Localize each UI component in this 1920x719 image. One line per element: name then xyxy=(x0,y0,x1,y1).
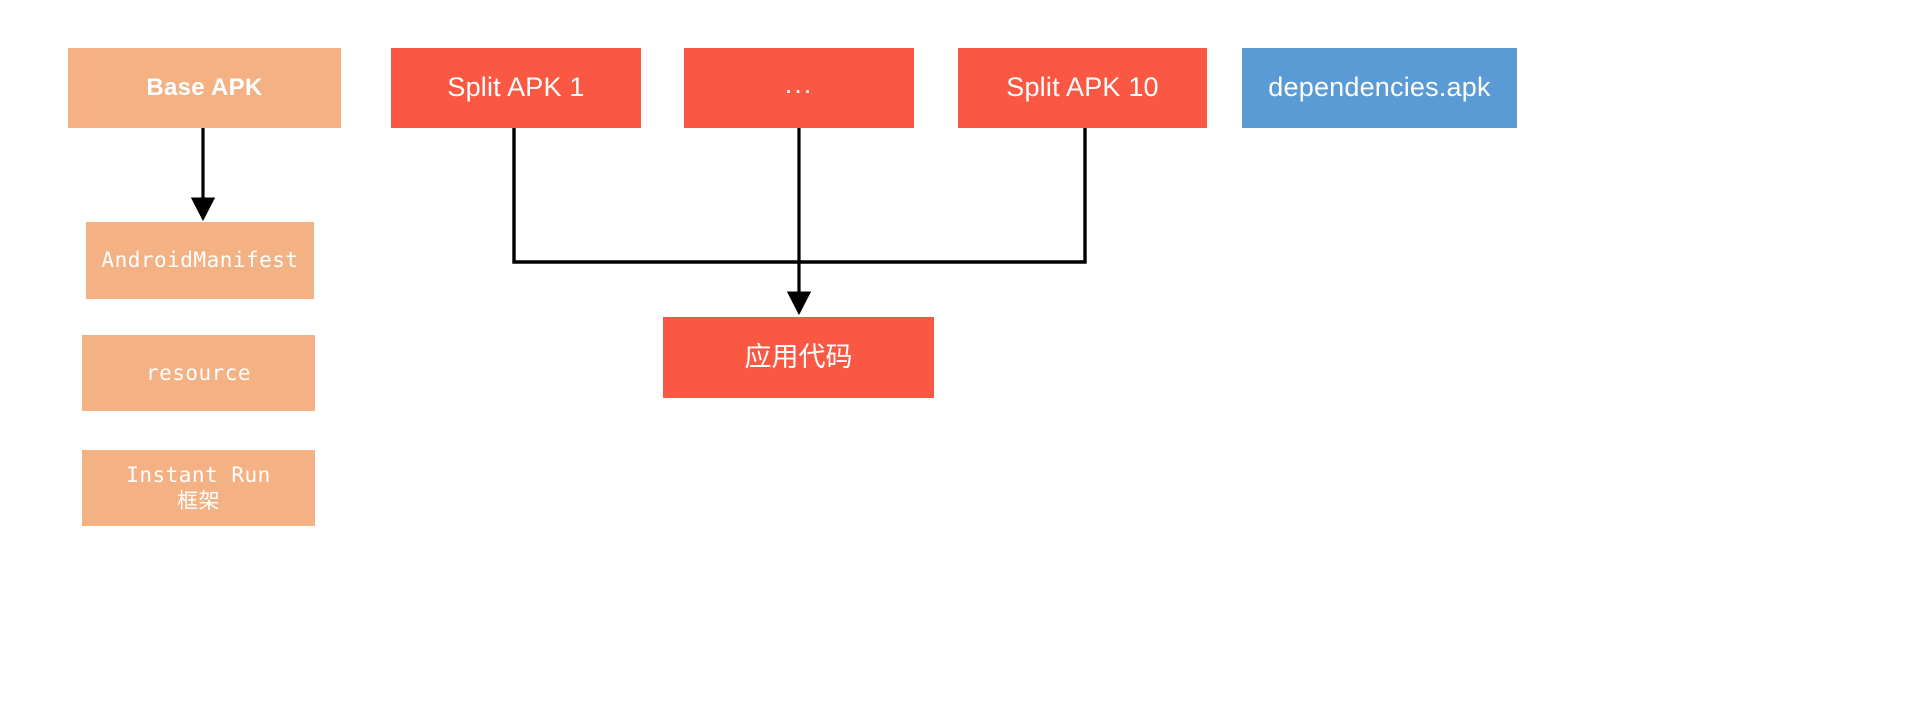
node-app-code[interactable]: 应用代码 xyxy=(663,317,934,398)
node-base-apk-label: Base APK xyxy=(146,74,263,101)
node-android-manifest[interactable]: AndroidManifest xyxy=(86,222,314,299)
node-split-apk-1[interactable]: Split APK 1 xyxy=(391,48,641,128)
node-instant-run-label-line1: Instant Run xyxy=(126,462,271,487)
node-instant-run[interactable]: Instant Run 框架 xyxy=(82,450,315,526)
node-split-apk-ellipsis[interactable]: ... xyxy=(684,48,914,128)
node-split-apk-10-label: Split APK 10 xyxy=(1006,72,1159,103)
node-android-manifest-label: AndroidManifest xyxy=(101,248,299,273)
node-base-apk[interactable]: Base APK xyxy=(68,48,341,128)
node-split-apk-1-label: Split APK 1 xyxy=(447,72,585,103)
node-dependencies-apk-label: dependencies.apk xyxy=(1268,72,1491,103)
node-split-apk-10[interactable]: Split APK 10 xyxy=(958,48,1207,128)
node-app-code-label: 应用代码 xyxy=(744,341,853,373)
node-dependencies-apk[interactable]: dependencies.apk xyxy=(1242,48,1517,128)
node-instant-run-label-line2: 框架 xyxy=(177,489,220,513)
node-resource[interactable]: resource xyxy=(82,335,315,411)
node-resource-label: resource xyxy=(145,360,252,385)
edge-split-apk-10-to-bus xyxy=(799,128,1087,264)
node-split-apk-ellipsis-label: ... xyxy=(784,69,814,100)
edge-split-apk-1-to-bus xyxy=(512,128,799,264)
